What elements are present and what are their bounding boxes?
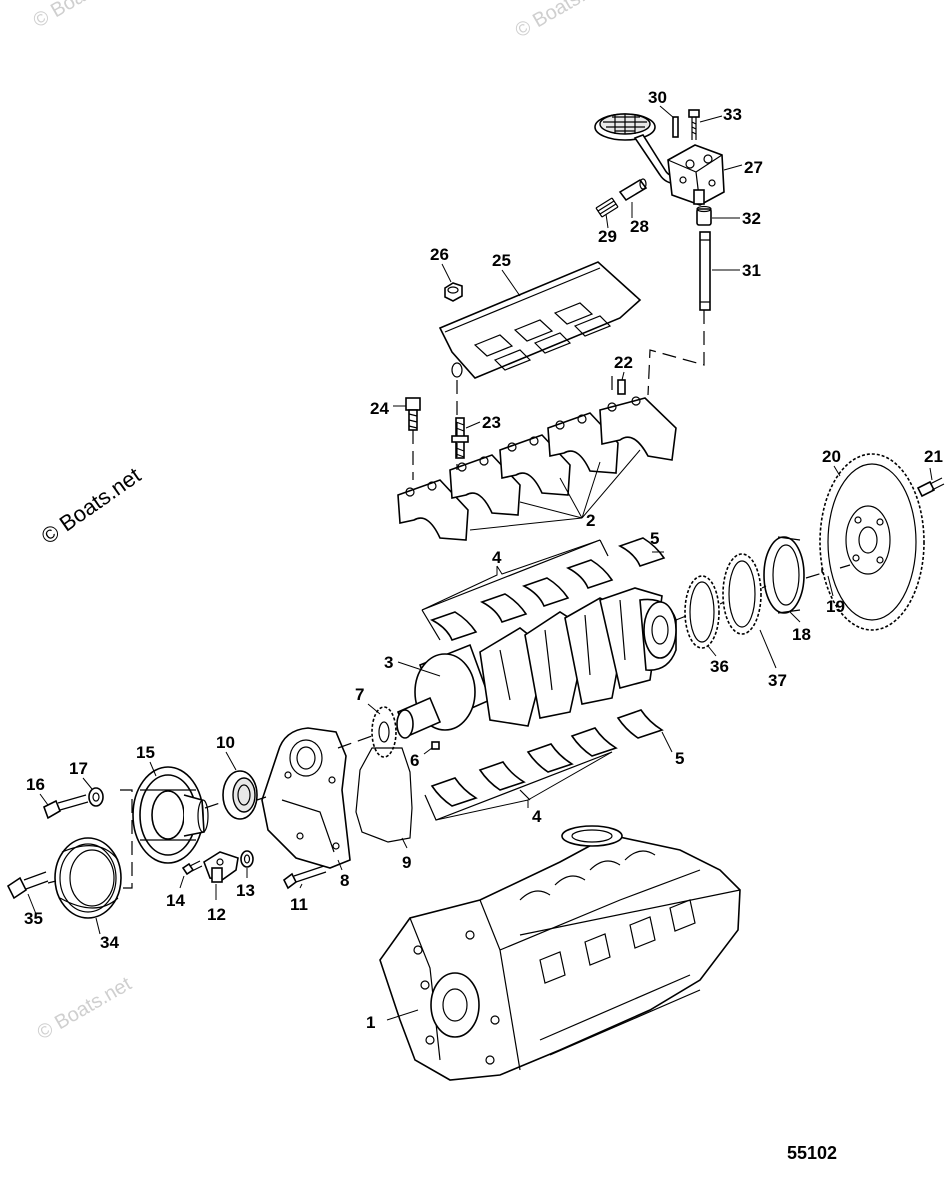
callout-15: 15 <box>136 743 155 762</box>
figure-number: 55102 <box>787 1143 838 1163</box>
timing-cover <box>261 727 351 869</box>
oil-pump-bolt <box>688 109 700 140</box>
assembly-dashed-lines <box>47 310 851 889</box>
intermediate-shaft-sleeve <box>696 205 712 226</box>
callout-10: 10 <box>216 733 235 752</box>
callout-labels: 1 2 3 4 4 5 5 6 7 8 9 10 11 12 13 14 15 … <box>24 88 943 1032</box>
callout-35: 35 <box>24 909 43 928</box>
balancer-bolt <box>43 794 89 820</box>
crankshaft-key <box>431 741 440 750</box>
callout-11: 11 <box>290 895 308 914</box>
callout-34: 34 <box>100 933 119 952</box>
callout-14: 14 <box>166 891 185 910</box>
main-bearing-caps <box>397 396 677 541</box>
watermark: © Boats.net <box>30 0 132 32</box>
callout-20: 20 <box>822 447 841 466</box>
main-bearing-stud <box>451 417 469 459</box>
flywheel-bolt <box>916 477 945 498</box>
callout-37: 37 <box>768 671 787 690</box>
callout-21: 21 <box>924 447 943 466</box>
callout-4-lower: 4 <box>532 807 542 826</box>
oil-deflector <box>438 261 642 379</box>
callout-5-upper: 5 <box>650 529 659 548</box>
balancer-washer <box>88 787 104 807</box>
callout-8: 8 <box>340 871 349 890</box>
callout-22: 22 <box>614 353 633 372</box>
callout-29: 29 <box>598 227 617 246</box>
callout-33: 33 <box>723 105 742 124</box>
callout-27: 27 <box>744 158 763 177</box>
callout-9: 9 <box>402 853 411 872</box>
callout-24: 24 <box>370 399 389 418</box>
pin <box>672 116 679 138</box>
callout-19: 19 <box>826 597 845 616</box>
oil-pump-drive-shaft <box>699 231 711 311</box>
relief-valve-spring <box>595 197 619 218</box>
upper-main-bearings <box>430 537 666 641</box>
crankshaft-position-sensor <box>203 851 239 883</box>
crankshaft-sprocket <box>371 706 397 758</box>
dowel-pin <box>617 379 626 395</box>
crankshaft-pulley <box>54 837 122 919</box>
callout-6: 6 <box>410 751 419 770</box>
callout-7: 7 <box>355 685 364 704</box>
harmonic-balancer <box>132 766 209 864</box>
callout-13: 13 <box>236 881 255 900</box>
reluctor-ring <box>684 575 720 649</box>
timing-cover-gasket <box>355 747 413 843</box>
callout-5-lower: 5 <box>675 749 684 768</box>
callout-26: 26 <box>430 245 449 264</box>
callout-31: 31 <box>742 261 761 280</box>
callout-23: 23 <box>482 413 501 432</box>
callout-18: 18 <box>792 625 811 644</box>
callout-2: 2 <box>586 511 595 530</box>
callout-32: 32 <box>742 209 761 228</box>
watermark: © Boats.net <box>37 462 146 549</box>
leader-lines <box>27 105 933 1021</box>
callout-4-upper: 4 <box>492 548 502 567</box>
callout-36: 36 <box>710 657 729 676</box>
callout-3: 3 <box>384 653 393 672</box>
callout-12: 12 <box>207 905 226 924</box>
deflector-nut <box>444 282 463 302</box>
timing-cover-bolt <box>282 865 327 890</box>
callout-16: 16 <box>26 775 45 794</box>
watermark: © Boats.net <box>512 0 614 42</box>
cylinder-block <box>379 825 741 1081</box>
front-crankshaft-seal <box>222 770 258 820</box>
washer <box>240 850 254 868</box>
callout-17: 17 <box>69 759 88 778</box>
crankshaft <box>396 587 677 739</box>
rear-main-seal <box>763 536 805 614</box>
oil-pump <box>667 144 725 206</box>
watermark: © Boats.net <box>34 973 136 1045</box>
flywheel <box>819 453 925 631</box>
callout-28: 28 <box>630 217 649 236</box>
lower-main-bearings <box>430 709 664 807</box>
main-bearing-bolt <box>405 397 421 431</box>
relief-valve <box>618 178 648 202</box>
callout-30: 30 <box>648 88 667 107</box>
reluctor-ring-outer <box>722 553 762 635</box>
oil-pump-pickup-screen <box>594 113 684 185</box>
sensor-screw <box>181 860 203 876</box>
callout-1: 1 <box>366 1013 375 1032</box>
pulley-bolt <box>6 871 49 900</box>
bearing-bracket <box>421 539 609 641</box>
callout-25: 25 <box>492 251 511 270</box>
